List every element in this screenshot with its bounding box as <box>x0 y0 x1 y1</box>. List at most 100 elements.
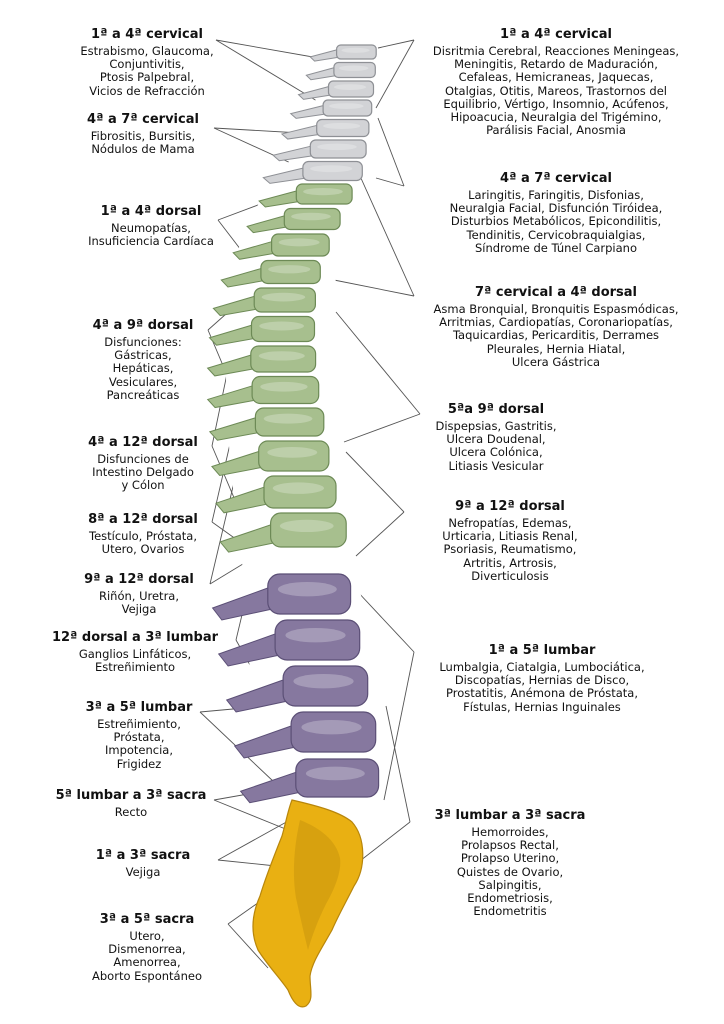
label-line: Ulcera Colónica, <box>449 445 543 460</box>
label-body: Disfunciones de Intestino Delgado y Cólo… <box>48 452 238 493</box>
label-title: 1ª a 5ª lumbar <box>488 643 596 658</box>
vertebra-d10 <box>211 440 330 477</box>
label-line: Neumopatías, <box>111 221 191 235</box>
sacrum-group <box>252 799 364 1008</box>
vertebra-l2 <box>217 619 361 667</box>
vertebral-body <box>322 99 373 117</box>
label-line: Discopatías, Hernias de Disco, <box>454 673 630 688</box>
label-line: Nódulos de Mama <box>91 142 195 157</box>
connector-right-d5-d9-a <box>335 311 421 415</box>
label-body: Estreñimiento, Próstata, Impotencia, Fri… <box>44 717 234 771</box>
label-line: Intestino Delgado <box>92 465 194 480</box>
label-body: Nefropatías, Edemas, Urticaria, Litiasis… <box>368 516 652 583</box>
body-highlight <box>293 674 354 689</box>
label-title: 4ª a 7ª cervical <box>87 112 199 127</box>
label-body: Vejiga <box>48 865 238 879</box>
vertebral-body <box>251 375 320 405</box>
label-line: Prolapso Uterino, <box>460 851 560 866</box>
label-body: Riñón, Uretra, Vejiga <box>44 589 234 616</box>
label-line: Ptosis Palpebral, <box>99 70 195 85</box>
label-body: Fibrositis, Bursitis, Nódulos de Mama <box>48 129 238 157</box>
body-highlight <box>338 65 369 71</box>
connector-left-s3-s5-b <box>227 923 269 969</box>
vertebral-body <box>295 758 380 798</box>
connector-right-c1-c4-b <box>375 39 415 109</box>
vertebra-d4 <box>220 259 321 288</box>
connector-right-l1-l5-b <box>383 651 415 801</box>
label-title: 4ª a 12ª dorsal <box>88 435 198 450</box>
vertebral-body <box>333 61 376 79</box>
body-highlight <box>285 628 346 643</box>
label-line: Litiasis Vesicular <box>448 458 544 473</box>
vertebral-body <box>316 118 370 138</box>
label-line: Hepáticas, <box>112 361 174 376</box>
body-highlight <box>258 351 305 361</box>
label-line: Dispepsias, Gastritis, <box>435 419 557 433</box>
label-line: Urticaria, Litiasis Renal, <box>442 529 578 544</box>
left-label-d8-d12: 8ª a 12ª dorsal Testículo, Próstata, Ute… <box>48 512 238 556</box>
vertebral-body <box>267 573 352 615</box>
left-label-d4-d9: 4ª a 9ª dorsal Disfunciones: Gástricas, … <box>48 318 238 402</box>
connector-right-l3-s3-b <box>355 821 411 865</box>
label-line: Meningitis, Retardo de Maduración, <box>454 57 658 72</box>
body-highlight <box>263 413 313 424</box>
label-line: Salpingitis, <box>478 877 542 892</box>
body-highlight <box>303 188 343 196</box>
right-label-l1-l5: 1ª a 5ª lumbar Lumbalgia, Ciatalgia, Lum… <box>400 643 684 714</box>
label-title: 1ª a 4ª cervical <box>91 27 203 42</box>
label-line: Estreñimiento, <box>97 717 181 731</box>
body-highlight <box>291 212 331 221</box>
vertebral-body <box>250 315 316 343</box>
vertebral-body <box>327 80 375 98</box>
label-line: Dismenorrea, <box>108 942 186 957</box>
left-label-c4-c7: 4ª a 7ª cervical Fibrositis, Bursitis, N… <box>48 112 238 156</box>
vertebral-body <box>263 475 337 509</box>
label-line: Estreñimiento <box>94 660 176 675</box>
vertebra-l4 <box>233 711 377 759</box>
label-body: Dispepsias, Gastritis, Ulcera Doudenal, … <box>354 419 638 473</box>
label-line: Neuralgia Facial, Disfunción Tiróidea, <box>449 201 663 216</box>
sacrum-coccyx <box>252 799 364 1008</box>
vertebral-body <box>271 233 330 257</box>
label-body: Utero, Dismenorrea, Amenorrea, Aborto Es… <box>52 929 242 983</box>
vertebra-c1 <box>309 44 377 62</box>
connector-right-d9-d12-b <box>355 511 405 557</box>
vertebra-c4 <box>289 99 373 119</box>
vertebra-c3 <box>297 80 375 100</box>
label-line: Parálisis Facial, Anosmia <box>486 123 626 138</box>
vertebra-c2 <box>305 61 376 81</box>
label-line: Utero, <box>129 929 165 943</box>
connector-right-c1-c4-a <box>377 39 415 49</box>
label-title: 5ª lumbar a 3ª sacra <box>55 788 207 803</box>
label-title: 9ª a 12ª dorsal <box>455 499 565 514</box>
label-line: Taquicardias, Pericarditis, Derrames <box>452 328 660 343</box>
right-label-c1-c4: 1ª a 4ª cervical Disritmia Cerebral, Rea… <box>414 27 698 137</box>
vertebral-body <box>258 440 330 472</box>
vertebra-c6 <box>272 139 367 162</box>
vertebra-l1 <box>211 573 352 621</box>
left-label-s1-s3: 1ª a 3ª sacra Vejiga <box>48 848 238 879</box>
vertebral-body <box>302 160 363 182</box>
left-label-d9-d12: 9ª a 12ª dorsal Riñón, Uretra, Vejiga <box>44 572 234 616</box>
label-line: Diverticulosis <box>471 568 549 583</box>
body-highlight <box>310 165 353 173</box>
label-line: Lumbalgia, Ciatalgia, Lumbociática, <box>439 660 645 674</box>
body-highlight <box>317 143 357 151</box>
label-line: Vicios de Refracción <box>89 83 205 98</box>
label-title: 3ª lumbar a 3ª sacra <box>434 808 586 823</box>
vertebral-body <box>283 207 341 231</box>
label-line: Ganglios Linfáticos, <box>78 647 192 661</box>
left-label-l3-l5: 3ª a 5ª lumbar Estreñimiento, Próstata, … <box>44 700 234 771</box>
label-body: Recto <box>36 805 226 819</box>
label-line: Disfunciones de <box>97 452 189 466</box>
vertebral-body <box>274 619 361 661</box>
vertebra-d11 <box>215 475 337 514</box>
label-line: Endometriosis, <box>467 891 553 906</box>
right-label-l3-s3: 3ª lumbar a 3ª sacra Hemorroides, Prolap… <box>368 808 652 918</box>
label-line: Arritmias, Cardiopatías, Coronariopatías… <box>439 315 673 330</box>
label-title: 1ª a 4ª dorsal <box>100 204 202 219</box>
label-line: Utero, Ovarios <box>101 542 185 557</box>
body-highlight <box>268 265 311 274</box>
vertebral-body <box>254 407 325 437</box>
